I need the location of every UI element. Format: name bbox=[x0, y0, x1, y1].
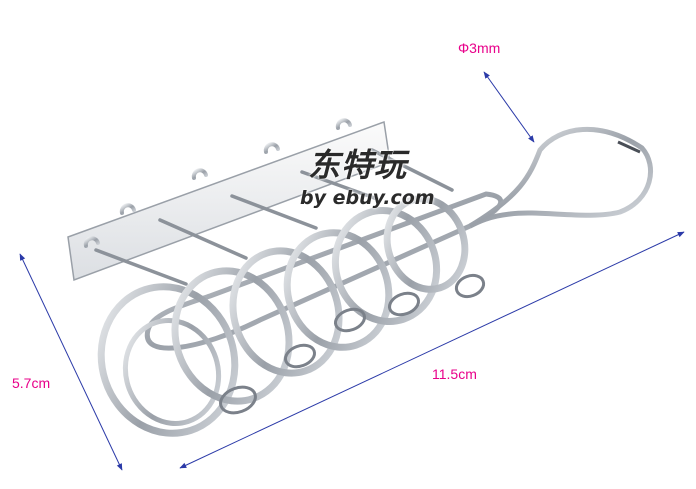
diameter-dimension-line bbox=[483, 71, 535, 143]
diameter-label: Φ3mm bbox=[458, 40, 501, 56]
handle bbox=[468, 127, 653, 229]
watermark-site: by ebuy.com bbox=[300, 187, 435, 209]
height-label: 5.7cm bbox=[12, 375, 51, 391]
plate-posts bbox=[83, 118, 352, 248]
watermark-brand: 东特玩 bbox=[308, 146, 408, 184]
length-label: 11.5cm bbox=[432, 366, 477, 382]
height-dimension-line bbox=[19, 253, 123, 471]
length-dimension-line bbox=[179, 231, 685, 469]
